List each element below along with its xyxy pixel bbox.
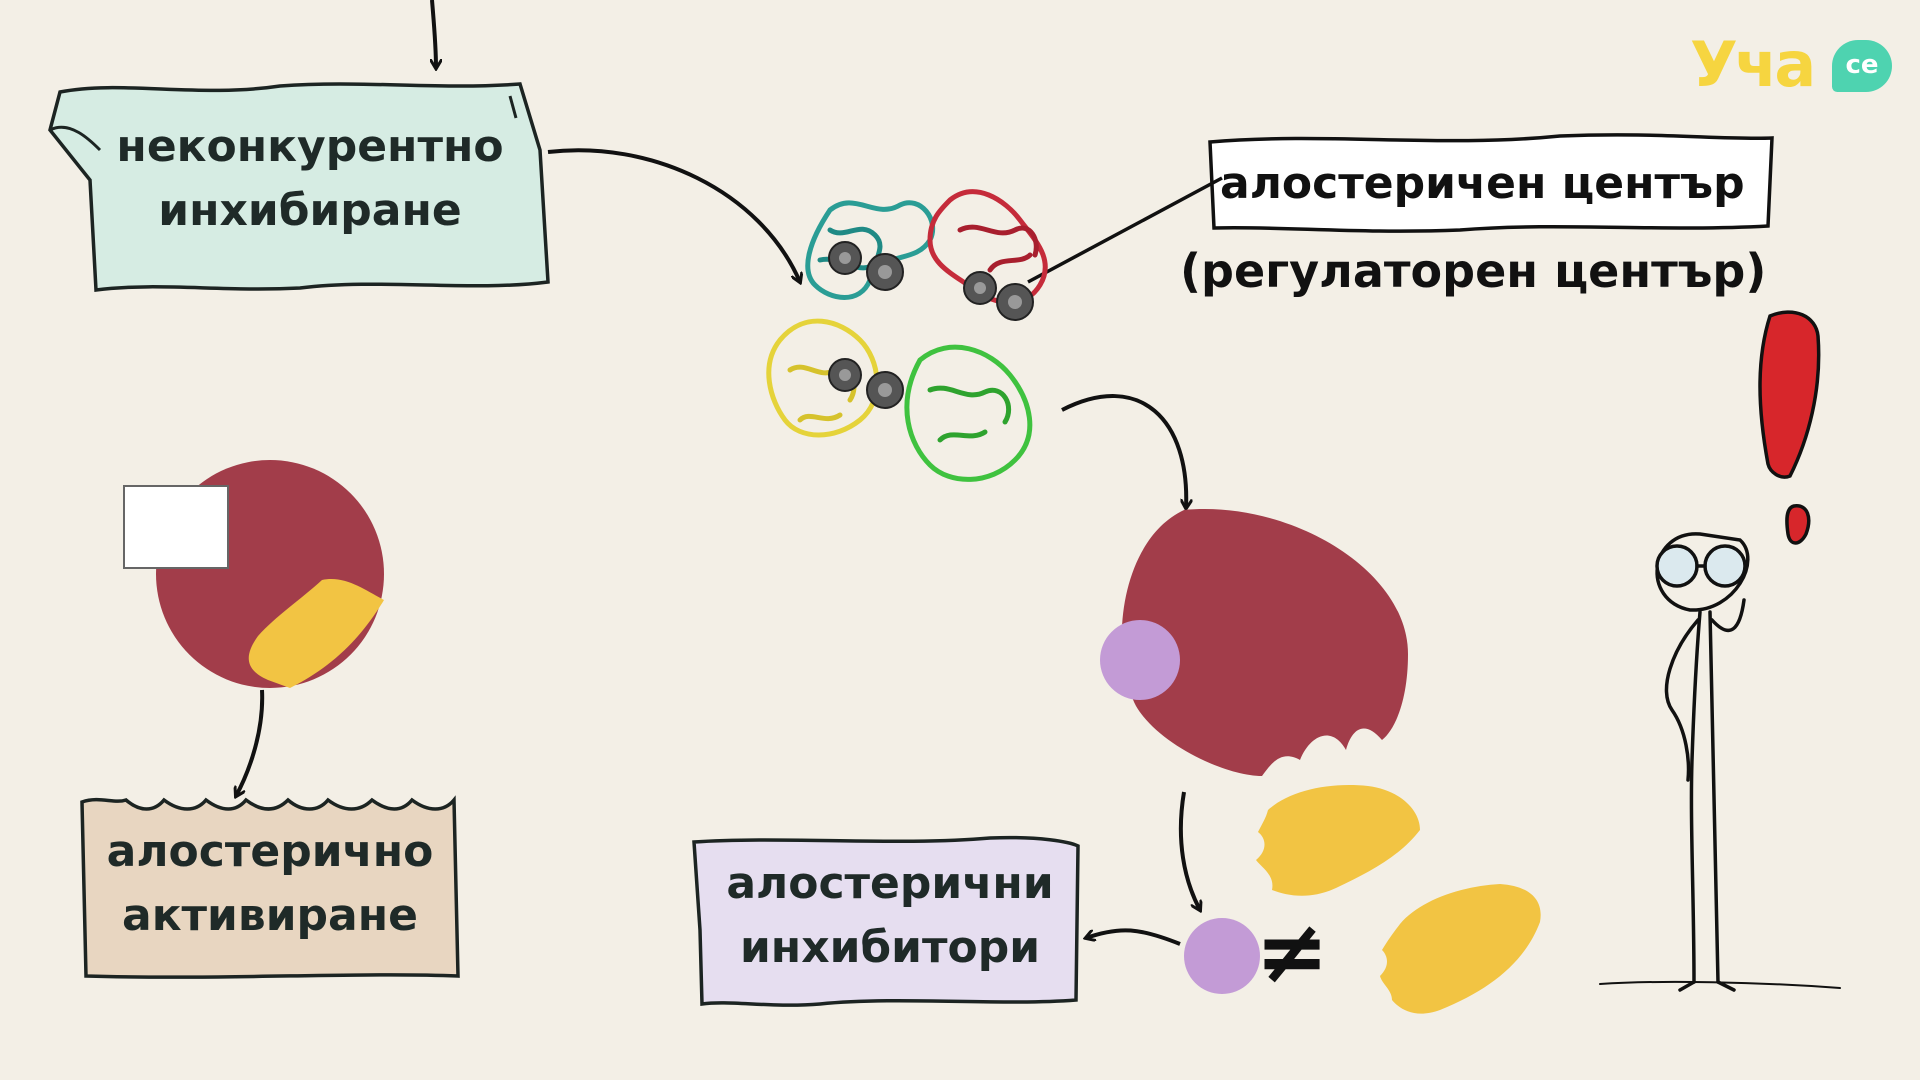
activation-line-1: алостерично — [106, 826, 434, 877]
activator-square — [123, 485, 229, 569]
stick-figure — [1599, 532, 1841, 992]
enzyme-complex — [766, 189, 1048, 482]
noncompetitive-line-2: инхибиране — [158, 184, 462, 236]
arrow-to-enzyme — [547, 148, 800, 282]
regulatory-center-label: (регулаторен център) — [1180, 244, 1767, 298]
activation-line-2: активиране — [122, 889, 418, 941]
allosteric-center-box — [1208, 133, 1774, 233]
inhibitors-line-2: инхибитори — [739, 921, 1041, 973]
substrate-fragment-top — [1256, 785, 1420, 896]
allosteric-center-label: алостеричен център — [1220, 158, 1745, 209]
activated-enzyme — [123, 460, 384, 688]
allosteric-activation-label: алостерично активиране — [90, 820, 450, 948]
noncompetitive-box — [48, 82, 550, 292]
logo-text: Уча — [1690, 28, 1816, 101]
arrow-to-inhibitor — [1178, 791, 1200, 910]
arrow-to-activation — [236, 689, 265, 796]
arrow-to-allosteric-enzyme — [1061, 394, 1186, 508]
noncompetitive-inhibition-label: неконкурентно инхибиране — [90, 115, 530, 243]
not-equal-sign: ≠ — [1255, 900, 1329, 1003]
bound-inhibitor — [1100, 620, 1180, 700]
substrate-fragment-bottom — [1380, 884, 1541, 1014]
line-to-allosteric-site — [1027, 176, 1223, 284]
allosteric-inhibitors-label: алостерични инхибитори — [700, 852, 1080, 980]
free-inhibitor — [1184, 918, 1260, 994]
logo-badge: се — [1832, 40, 1892, 92]
allosteric-inhibitors-box — [692, 835, 1080, 1007]
inhibitors-line-1: алостерични — [726, 858, 1054, 909]
arrow-to-inhibitors-label — [1086, 928, 1181, 946]
brand-logo: Уча се — [1690, 26, 1900, 106]
inhibited-enzyme — [1100, 509, 1408, 776]
noncompetitive-box-curl — [49, 95, 518, 152]
exclamation-mark — [1758, 310, 1821, 545]
noncompetitive-line-1: неконкурентно — [116, 121, 504, 172]
arrow-top — [432, 0, 436, 68]
allosteric-activation-box — [80, 795, 460, 979]
